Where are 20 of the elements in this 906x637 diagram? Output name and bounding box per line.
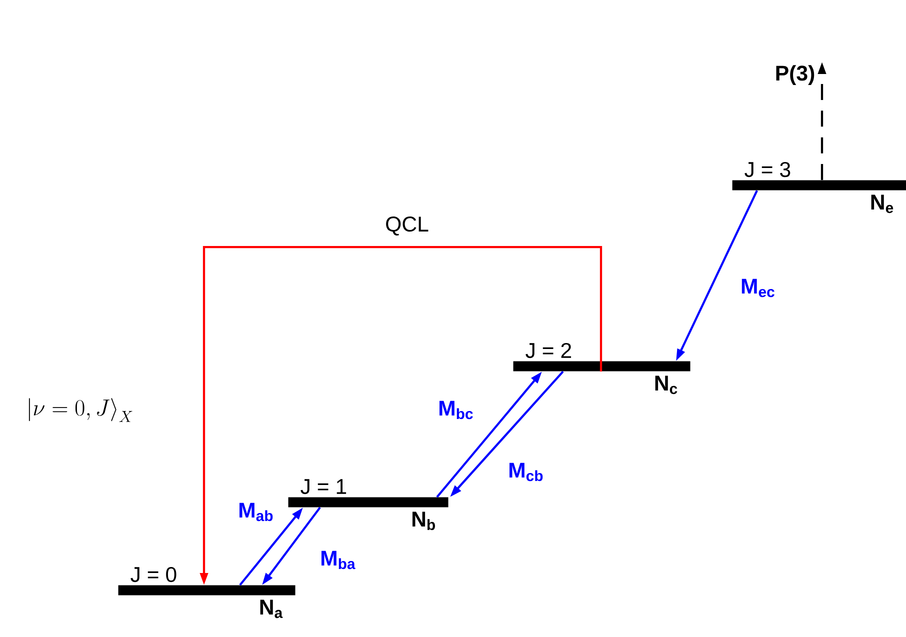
node-label: N$_{a}$ xyxy=(260,600,283,618)
edge-label: M$_{ab}$ xyxy=(236,502,276,522)
edge-label: M$_{bc}$ xyxy=(436,400,476,420)
state-notation: $\left|\nu=0, J\right\rangle_{X}$ xyxy=(28,398,132,422)
energy-level-bar: J = 0 N$_{a}$ xyxy=(118,566,296,618)
energy-level-bar: J = 1 N$_{b}$ xyxy=(288,479,448,530)
node-label: J = 2 xyxy=(526,342,572,358)
energy-level-bar: J = 2 N$_{c}$ xyxy=(513,342,690,394)
node-label: N$_{c}$ xyxy=(655,376,678,394)
edge-label: P(3) xyxy=(774,64,816,86)
node-label: N$_{b}$ xyxy=(412,512,435,530)
node-label: J = 0 xyxy=(130,566,176,582)
edge-label: M$_{ec}$ xyxy=(739,278,777,298)
edge-label: QCL xyxy=(384,215,430,237)
node-label: N$_{e}$ xyxy=(871,194,894,214)
edge-label: M$_{ba}$ xyxy=(318,550,358,570)
node-label: J = 3 xyxy=(744,162,790,178)
energy-level-bar: J = 3 N$_{e}$ xyxy=(732,162,906,214)
edge-label: M$_{cb}$ xyxy=(506,462,546,482)
node-label: J = 1 xyxy=(300,479,346,494)
